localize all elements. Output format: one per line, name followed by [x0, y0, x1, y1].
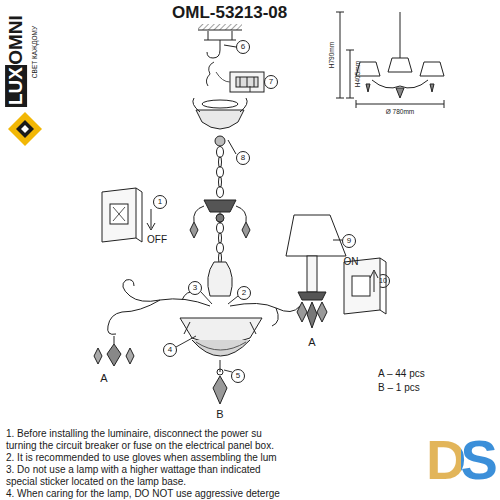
- chain-link: [219, 157, 222, 168]
- logo-word: OMNI: [5, 15, 27, 65]
- callout-number: 8: [241, 153, 245, 162]
- callout-number: 2: [242, 288, 246, 297]
- bowl: [180, 318, 262, 404]
- leader-line: [176, 86, 250, 372]
- part-letter: B: [216, 408, 223, 421]
- arm: [94, 280, 300, 366]
- lamp-shade: [286, 215, 346, 328]
- callout-circle: [154, 41, 390, 383]
- callout-number: 9: [347, 236, 351, 245]
- part-count: B – 1 pcs: [378, 382, 420, 394]
- chain-link: [217, 243, 224, 254]
- instruction-line: 2. It is recommended to use gloves when …: [6, 452, 277, 464]
- dimension: H790mm: [328, 42, 335, 68]
- dimension: Ø 780mm: [386, 108, 415, 115]
- canopy: [193, 62, 247, 154]
- switch-state: ON: [344, 256, 359, 268]
- chain-link: [217, 147, 224, 158]
- chain-link: [219, 233, 222, 244]
- callout-number: 6: [241, 42, 245, 51]
- logo-slogan: СВЕТ КАЖДОМУ: [31, 26, 38, 78]
- terminal-block: [216, 72, 264, 92]
- callout-number: 7: [269, 77, 273, 86]
- overview-drawing: [336, 12, 444, 108]
- collar: [190, 200, 250, 238]
- chain-link: [217, 167, 224, 178]
- chain-link: [219, 177, 222, 188]
- part-letter: A: [100, 372, 107, 385]
- callout-number: 10: [379, 277, 387, 285]
- chain-link: [217, 187, 224, 198]
- column: [208, 262, 233, 296]
- model-title: OML-53213-08: [172, 3, 287, 23]
- mount-hook: [204, 31, 236, 58]
- callout-number: 4: [168, 345, 172, 354]
- callout-number: 5: [236, 371, 240, 380]
- instruction-line: turning the circuit breaker or fuse on t…: [6, 440, 274, 452]
- instruction-line: 3. Do not use a lamp with a higher watta…: [6, 464, 261, 476]
- chain-link: [217, 223, 224, 234]
- instruction-line: 4. When caring for the lamp, DO NOT use …: [6, 488, 280, 500]
- dimension: H405mm: [354, 61, 361, 87]
- instruction-line: special sticker located on the lamp base…: [6, 476, 186, 488]
- watermark-logo: DS: [426, 432, 498, 488]
- switch-state: OFF: [147, 234, 167, 246]
- switch-off: [102, 188, 155, 242]
- logo-word: LUX: [5, 65, 27, 107]
- callout-number: 3: [193, 283, 197, 292]
- logo-mark: [8, 112, 42, 146]
- instruction-line: 1. Before installing the luminaire, disc…: [6, 428, 262, 440]
- part-letter: A: [308, 336, 315, 349]
- ceiling: [198, 24, 242, 30]
- callout-number: 1: [158, 197, 162, 206]
- part-count: A – 44 pcs: [378, 368, 425, 380]
